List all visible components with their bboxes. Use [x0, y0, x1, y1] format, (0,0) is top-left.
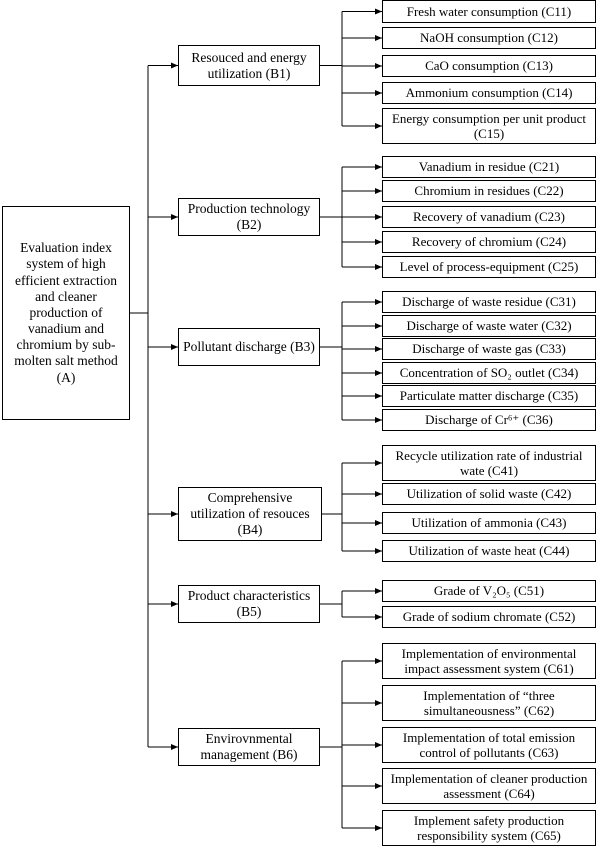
item-node-C34: Concentration of SO₂ outlet (C34): [382, 362, 596, 384]
category-node-B1: Resouced and energy utilization (B1): [178, 45, 320, 86]
item-node-C25: Level of process-equipment (C25): [382, 256, 596, 278]
item-node-C51: Grade of V₂O₅ (C51): [382, 580, 596, 602]
category-node-B4: Comprehensive utilization of resouces (B…: [178, 487, 322, 541]
item-node-C61: Implementation of environmental impact a…: [382, 643, 596, 679]
item-node-C13: CaO consumption (C13): [382, 55, 596, 77]
item-node-C22: Chromium in residues (C22): [382, 180, 596, 202]
category-node-B5: Product characteristics (B5): [178, 585, 320, 623]
item-node-C63: Implementation of total emission control…: [382, 727, 596, 763]
item-node-C42: Utilization of solid waste (C42): [382, 483, 596, 505]
item-node-C33: Discharge of waste gas (C33): [382, 338, 596, 360]
item-node-C11: Fresh water consumption (C11): [382, 0, 596, 23]
item-node-C35: Particulate matter discharge (C35): [382, 385, 596, 407]
item-node-C32: Discharge of waste water (C32): [382, 315, 596, 337]
item-node-C62: Implementation of “three simultaneousnes…: [382, 685, 596, 721]
item-node-C23: Recovery of vanadium (C23): [382, 206, 596, 228]
item-node-C31: Discharge of waste residue (C31): [382, 291, 596, 313]
item-node-C12: NaOH consumption (C12): [382, 27, 596, 49]
item-node-C36: Discharge of Cr⁶⁺ (C36): [382, 409, 596, 431]
item-node-C64: Implementation of cleaner production ass…: [382, 768, 596, 804]
root-node-A: Evaluation index system of high efficien…: [2, 206, 130, 420]
category-node-B2: Production technology (B2): [178, 198, 320, 236]
category-node-B3: Pollutant discharge (B3): [178, 328, 320, 366]
item-node-C14: Ammonium consumption (C14): [382, 82, 596, 104]
item-node-C44: Utilization of waste heat (C44): [382, 540, 596, 562]
category-node-B6: Envirovnmental management (B6): [178, 728, 320, 766]
item-node-C21: Vanadium in residue (C21): [382, 156, 596, 178]
item-node-C52: Grade of sodium chromate (C52): [382, 606, 596, 628]
item-node-C65: Implement safety production responsibili…: [382, 810, 596, 846]
item-node-C43: Utilization of ammonia (C43): [382, 512, 596, 534]
item-node-C41: Recycle utilization rate of industrial w…: [382, 445, 596, 481]
item-node-C24: Recovery of chromium (C24): [382, 231, 596, 253]
item-node-C15: Energy consumption per unit product (C15…: [382, 108, 596, 144]
